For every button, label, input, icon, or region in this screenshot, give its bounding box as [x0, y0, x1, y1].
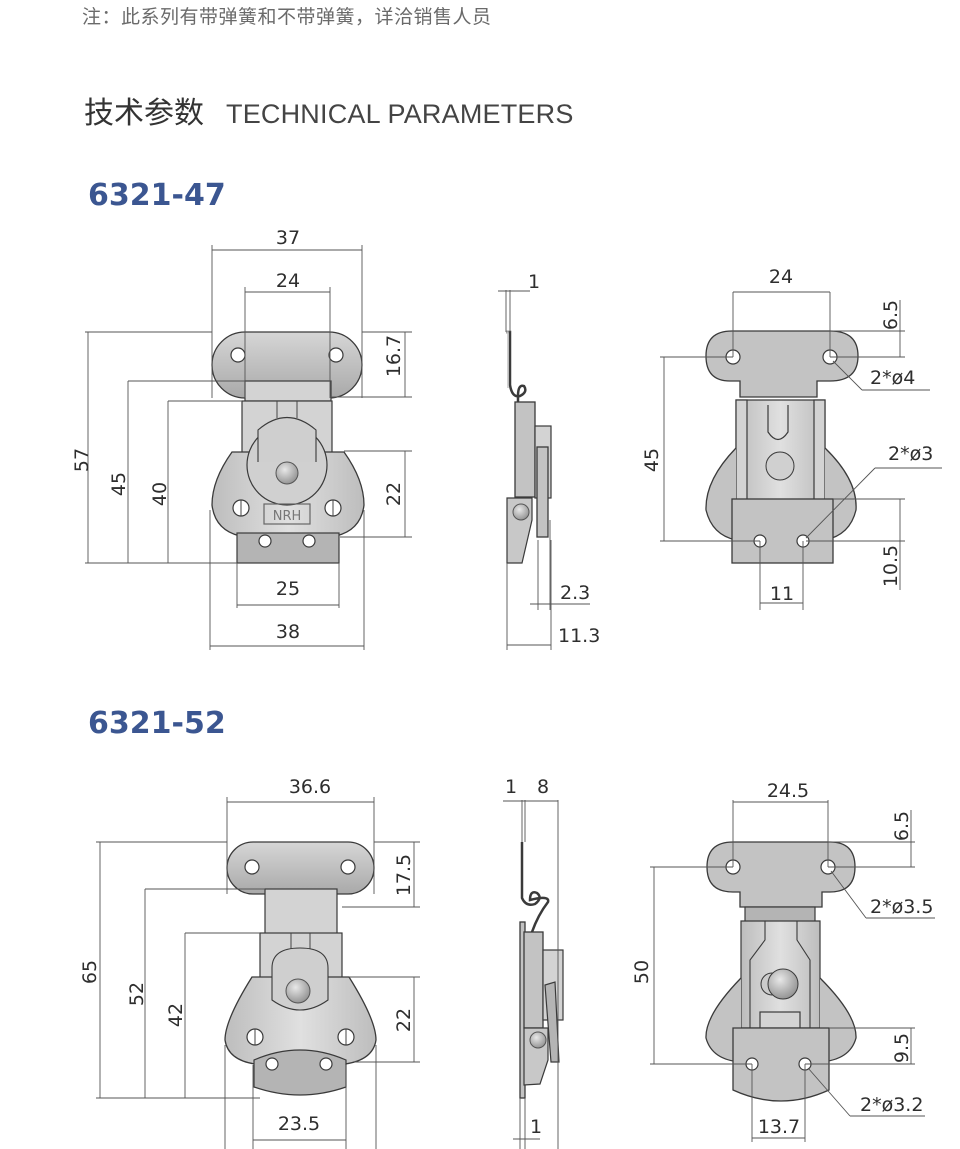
back-view-6321-52: 24.5 6.5 2*ø3.5 50 9.5 2*ø3.2 13.7 — [631, 780, 935, 1142]
svg-text:11.3: 11.3 — [558, 625, 600, 647]
svg-text:9.5: 9.5 — [891, 1033, 913, 1063]
series-note: 注：此系列有带弹簧和不带弹簧，详洽销售人员 — [82, 6, 492, 28]
front-view-6321-47: NRH 37 24 16.7 57 45 40 22 25 38 — [71, 227, 412, 650]
svg-text:50: 50 — [631, 960, 653, 984]
svg-text:16.7: 16.7 — [383, 335, 405, 377]
svg-text:25: 25 — [276, 578, 300, 600]
svg-text:1: 1 — [505, 776, 517, 798]
svg-text:22: 22 — [393, 1008, 415, 1032]
section-title-cn: 技术参数 — [84, 96, 204, 131]
back-view-6321-47: 24.5 24 6.5 2*ø4 45 2*ø3 10.5 11 — [641, 266, 942, 610]
svg-text:11: 11 — [770, 583, 794, 605]
svg-text:1: 1 — [528, 271, 540, 293]
svg-text:2*ø4: 2*ø4 — [870, 367, 915, 389]
svg-text:38: 38 — [276, 621, 300, 643]
front-view-6321-52: 36.6 17.5 65 52 42 22 23.5 — [79, 776, 420, 1149]
svg-text:13.7: 13.7 — [758, 1116, 800, 1138]
side-view-6321-47: 1 2.3 11.3 — [498, 271, 600, 650]
side-view-6321-52: 1 8 1 — [503, 776, 564, 1149]
svg-text:52: 52 — [126, 982, 148, 1006]
svg-text:36.6: 36.6 — [289, 776, 331, 798]
svg-text:24.5: 24.5 — [767, 780, 809, 802]
svg-text:2*ø3: 2*ø3 — [888, 443, 933, 465]
svg-text:2.3: 2.3 — [560, 582, 590, 604]
svg-text:45: 45 — [108, 472, 130, 496]
svg-text:57: 57 — [71, 448, 93, 472]
svg-text:42: 42 — [165, 1003, 187, 1027]
svg-text:24: 24 — [276, 270, 300, 292]
svg-text:40: 40 — [149, 482, 171, 506]
nrh-logo: NRH — [273, 509, 302, 524]
svg-text:23.5: 23.5 — [278, 1113, 320, 1135]
svg-text:10.5: 10.5 — [880, 545, 902, 587]
svg-text:2*ø3.5: 2*ø3.5 — [870, 896, 933, 918]
svg-text:37: 37 — [276, 227, 300, 249]
svg-text:22: 22 — [383, 482, 405, 506]
svg-text:1: 1 — [530, 1116, 542, 1138]
svg-text:65: 65 — [79, 960, 101, 984]
section-title: 技术参数 TECHNICAL PARAMETERS — [84, 88, 574, 132]
svg-text:6.5: 6.5 — [880, 300, 902, 330]
model-title-6321-47: 6321-47 — [88, 178, 226, 213]
svg-text:17.5: 17.5 — [393, 854, 415, 896]
svg-text:45: 45 — [641, 448, 663, 472]
svg-text:2*ø3.2: 2*ø3.2 — [860, 1094, 923, 1116]
svg-text:24: 24 — [769, 266, 793, 288]
svg-text:8: 8 — [537, 776, 549, 798]
section-title-en: TECHNICAL PARAMETERS — [226, 99, 574, 129]
model-title-6321-52: 6321-52 — [88, 706, 226, 741]
svg-text:6.5: 6.5 — [891, 811, 913, 841]
